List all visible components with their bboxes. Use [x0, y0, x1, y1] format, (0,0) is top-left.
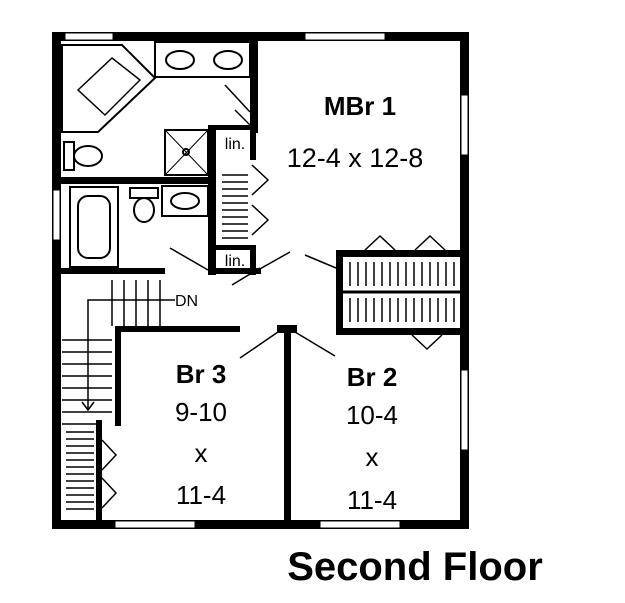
stairs-down-label: DN — [175, 293, 198, 310]
bathtub-corner — [61, 44, 157, 133]
master-bedroom-name: MBr 1 — [324, 91, 396, 121]
bedroom-2-depth: 11-4 — [347, 485, 397, 515]
master-bath-door — [224, 84, 251, 126]
bedroom-3-depth: 11-4 — [176, 480, 226, 510]
bedroom-3-width: 9-10 — [175, 397, 227, 427]
toilet-hall — [129, 187, 159, 223]
bedroom-2-name: Br 2 — [347, 362, 398, 392]
master-bedroom-size: 12-4 x 12-8 — [287, 143, 424, 173]
bedroom-3-times: x — [195, 438, 208, 468]
shower — [164, 129, 209, 176]
floor-title: Second Floor — [287, 545, 543, 589]
double-vanity — [154, 41, 251, 78]
linen-closet-label-upper: lin. — [225, 136, 245, 153]
toilet-master — [63, 141, 103, 171]
bathtub-hall — [69, 186, 119, 268]
closet-br3 — [66, 431, 118, 510]
bedroom-2-times: x — [366, 442, 379, 472]
vanity-hall — [161, 185, 209, 217]
door-swings — [169, 247, 337, 359]
closet-master-walkin — [343, 234, 460, 351]
bedroom-2-width: 10-4 — [346, 400, 398, 430]
exterior-walls — [52, 32, 469, 529]
windows — [52, 32, 469, 529]
linen-closet-label-lower: lin. — [225, 253, 245, 270]
bedroom-3-name: Br 3 — [176, 359, 227, 389]
stairs — [62, 280, 175, 425]
closet-master-wardrobe — [222, 164, 270, 239]
interior-walls — [60, 38, 460, 526]
